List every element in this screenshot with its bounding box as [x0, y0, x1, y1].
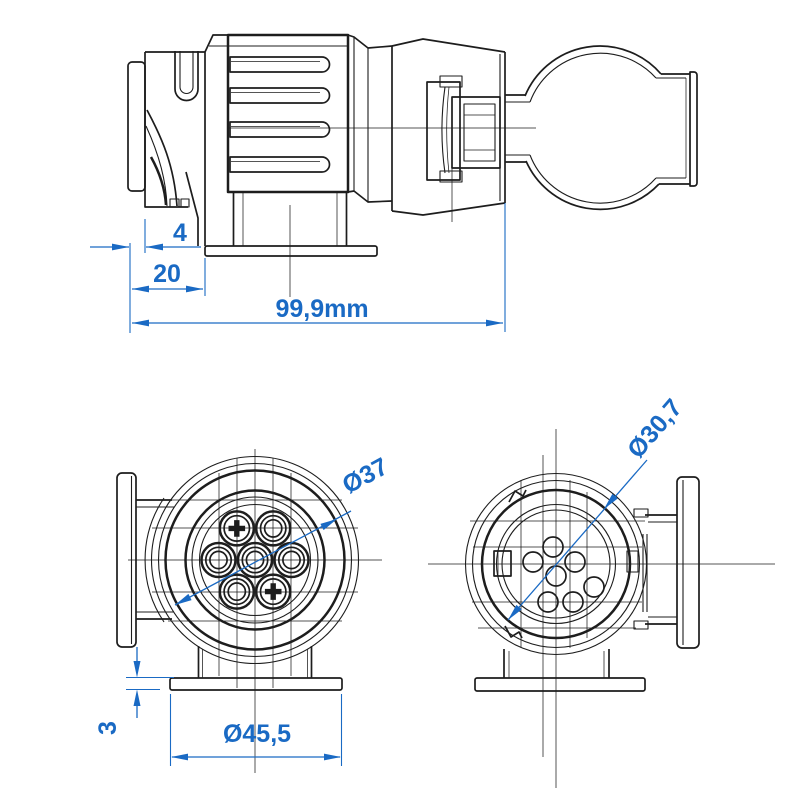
key-notch-left — [493, 550, 512, 577]
dimension-cap-length: 20 — [153, 260, 181, 288]
dimension-lip-width: 4 — [173, 219, 187, 247]
dimension-lines-rear: Ø30,7 — [507, 394, 688, 621]
dimension-flange-thickness: 3 — [94, 721, 122, 735]
keyed-pin-top-left — [218, 510, 256, 547]
rear-view-13-pin: Ø30,7 — [428, 394, 775, 788]
bayonet-tab-bottom-left — [504, 625, 523, 639]
pin-contacts-7 — [200, 510, 310, 610]
dimension-total-length: 99,9mm — [275, 295, 368, 323]
front-view-7-pin: Ø37 Ø45,5 3 — [94, 449, 393, 773]
side-view: 4 20 99,9mm — [90, 33, 698, 333]
dimension-flange-diameter: Ø45,5 — [223, 720, 291, 748]
keyed-pin-bottom-right — [254, 573, 292, 610]
dimension-lines-front: Ø37 Ø45,5 3 — [94, 452, 393, 766]
socket-latch — [426, 75, 501, 222]
dimension-plug-diameter: Ø37 — [338, 452, 393, 499]
clamp-ring — [505, 45, 698, 211]
bayonet-tab-top-left — [508, 489, 527, 503]
pin-holes-13 — [522, 536, 605, 613]
key-notch-right — [626, 550, 639, 573]
dimension-lines-side: 4 20 99,9mm — [90, 203, 506, 333]
dimension-socket-diameter: Ø30,7 — [622, 394, 688, 464]
